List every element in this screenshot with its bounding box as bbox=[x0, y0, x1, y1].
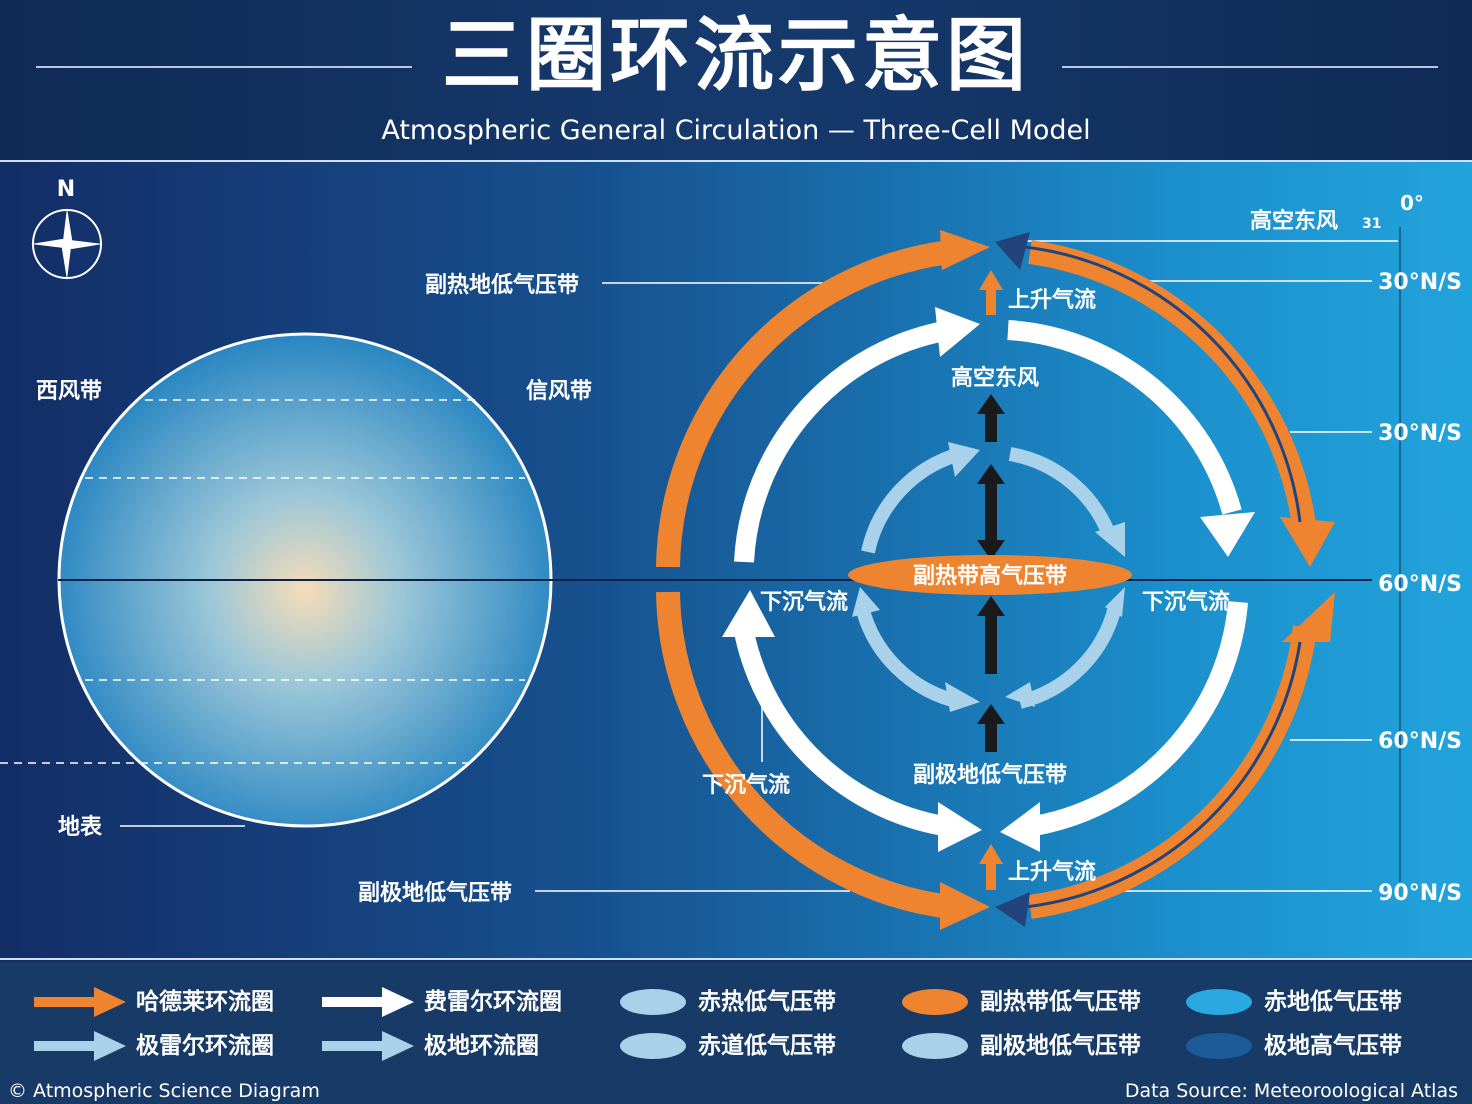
rising-air-label-bottom: 上升气流 bbox=[1008, 859, 1096, 885]
latitude-label: 30°N/S bbox=[1378, 270, 1462, 295]
latitude-label: 60°N/S bbox=[1378, 572, 1462, 597]
latitude-label: 90°N/S bbox=[1378, 881, 1462, 906]
legend-item-subpolar-low: 副极地低气压带 bbox=[902, 1030, 1141, 1062]
ferrel-cell-arrows bbox=[734, 320, 1248, 837]
light-blue-ellipse-icon bbox=[620, 989, 686, 1015]
legend-label: 赤道低气压带 bbox=[698, 1033, 836, 1059]
legend-label: 极雷尔环流圈 bbox=[136, 1033, 274, 1059]
polar-cell-arrows bbox=[855, 447, 1122, 709]
page-title: 三圈环流示意图 bbox=[442, 9, 1030, 102]
latitude-label: 60°N/S bbox=[1378, 729, 1462, 754]
dark-blue-ellipse-icon bbox=[1186, 1033, 1252, 1059]
sinking-air-label-left: 下沉气流 bbox=[760, 589, 848, 615]
header: 三圈环流示意图 Atmospheric General Circulation … bbox=[0, 0, 1472, 160]
circulation-diagram: N 西风带 信风带 地表 bbox=[0, 177, 1462, 930]
legend-item-hadley: 哈德莱环流圈 bbox=[34, 986, 274, 1018]
legend-item-subtropical-low: 副热带低气压带 bbox=[902, 986, 1141, 1018]
diagram-area: N 西风带 信风带 地表 bbox=[0, 160, 1472, 960]
earth-globe bbox=[0, 332, 1372, 828]
orange-ellipse-icon bbox=[902, 989, 968, 1015]
legend-item-polar-high: 极地高气压带 bbox=[1186, 1030, 1402, 1062]
legend-item-ferrel: 费雷尔环流圈 bbox=[322, 986, 562, 1018]
trade-winds-label: 信风带 bbox=[526, 378, 592, 404]
subpolar-low-label-center: 副极地低气压带 bbox=[913, 762, 1067, 788]
legend-label: 赤热低气压带 bbox=[698, 989, 836, 1015]
subtropical-high-ellipse bbox=[848, 555, 1132, 595]
light-blue-arrow-icon bbox=[34, 1031, 126, 1061]
top-marker: 31 bbox=[1362, 216, 1381, 232]
light-blue-arrow-icon bbox=[322, 1031, 414, 1061]
light-blue-ellipse-icon bbox=[620, 1033, 686, 1059]
light-blue-ellipse-icon bbox=[902, 1033, 968, 1059]
latitude-label: 30°N/S bbox=[1378, 421, 1462, 446]
vertical-flow-arrows bbox=[977, 394, 1005, 752]
upper-easterlies-label: 高空东风 bbox=[951, 365, 1039, 391]
sinking-air-label-lower: 下沉气流 bbox=[702, 772, 790, 798]
surface-label: 地表 bbox=[58, 815, 103, 840]
top-degree: 0° bbox=[1400, 191, 1424, 215]
title-rule-right bbox=[1062, 66, 1438, 68]
subtropical-high-label: 副热带高气压带 bbox=[913, 563, 1067, 589]
copyright: © Atmospheric Science Diagram bbox=[8, 1080, 320, 1102]
upper-easterlies-top-label: 高空东风 bbox=[1250, 208, 1338, 234]
legend-item-polar-ferrel: 极雷尔环流圈 bbox=[34, 1030, 274, 1062]
compass-rose-icon: N bbox=[31, 177, 103, 280]
legend-label: 赤地低气压带 bbox=[1264, 989, 1402, 1015]
legend-item-equator-earth-low: 赤地低气压带 bbox=[1186, 986, 1402, 1018]
rising-air-arrows bbox=[979, 270, 1003, 890]
legend-item-equatorial-hot-low: 赤热低气压带 bbox=[620, 986, 836, 1018]
compass-north: N bbox=[57, 177, 75, 202]
westerlies-label: 西风带 bbox=[36, 379, 102, 404]
legend-label: 副极地低气压带 bbox=[980, 1033, 1141, 1059]
title-rule-left bbox=[36, 66, 412, 68]
sinking-air-label-right: 下沉气流 bbox=[1142, 589, 1230, 615]
white-arrow-icon bbox=[322, 987, 414, 1017]
legend: 哈德莱环流圈 费雷尔环流圈 赤热低气压带 副热带低气压带 赤地低气压带 极雷尔环… bbox=[0, 962, 1472, 1104]
legend-item-polar: 极地环流圈 bbox=[322, 1030, 539, 1062]
data-source: Data Source: Meteoroological Atlas bbox=[1124, 1080, 1458, 1102]
blue-ellipse-icon bbox=[1186, 989, 1252, 1015]
legend-label: 副热带低气压带 bbox=[980, 989, 1141, 1015]
subtropical-low-label: 副热地低气压带 bbox=[425, 272, 579, 298]
page-subtitle: Atmospheric General Circulation — Three-… bbox=[381, 115, 1091, 146]
legend-item-equatorial-low: 赤道低气压带 bbox=[620, 1030, 836, 1062]
subpolar-low-label-left: 副极地低气压带 bbox=[358, 880, 512, 906]
legend-label: 费雷尔环流圈 bbox=[424, 989, 562, 1015]
legend-label: 哈德莱环流圈 bbox=[136, 989, 274, 1015]
legend-label: 极地高气压带 bbox=[1264, 1033, 1402, 1059]
legend-label: 极地环流圈 bbox=[424, 1033, 539, 1059]
rising-air-label-top: 上升气流 bbox=[1008, 287, 1096, 313]
orange-arrow-icon bbox=[34, 987, 126, 1017]
